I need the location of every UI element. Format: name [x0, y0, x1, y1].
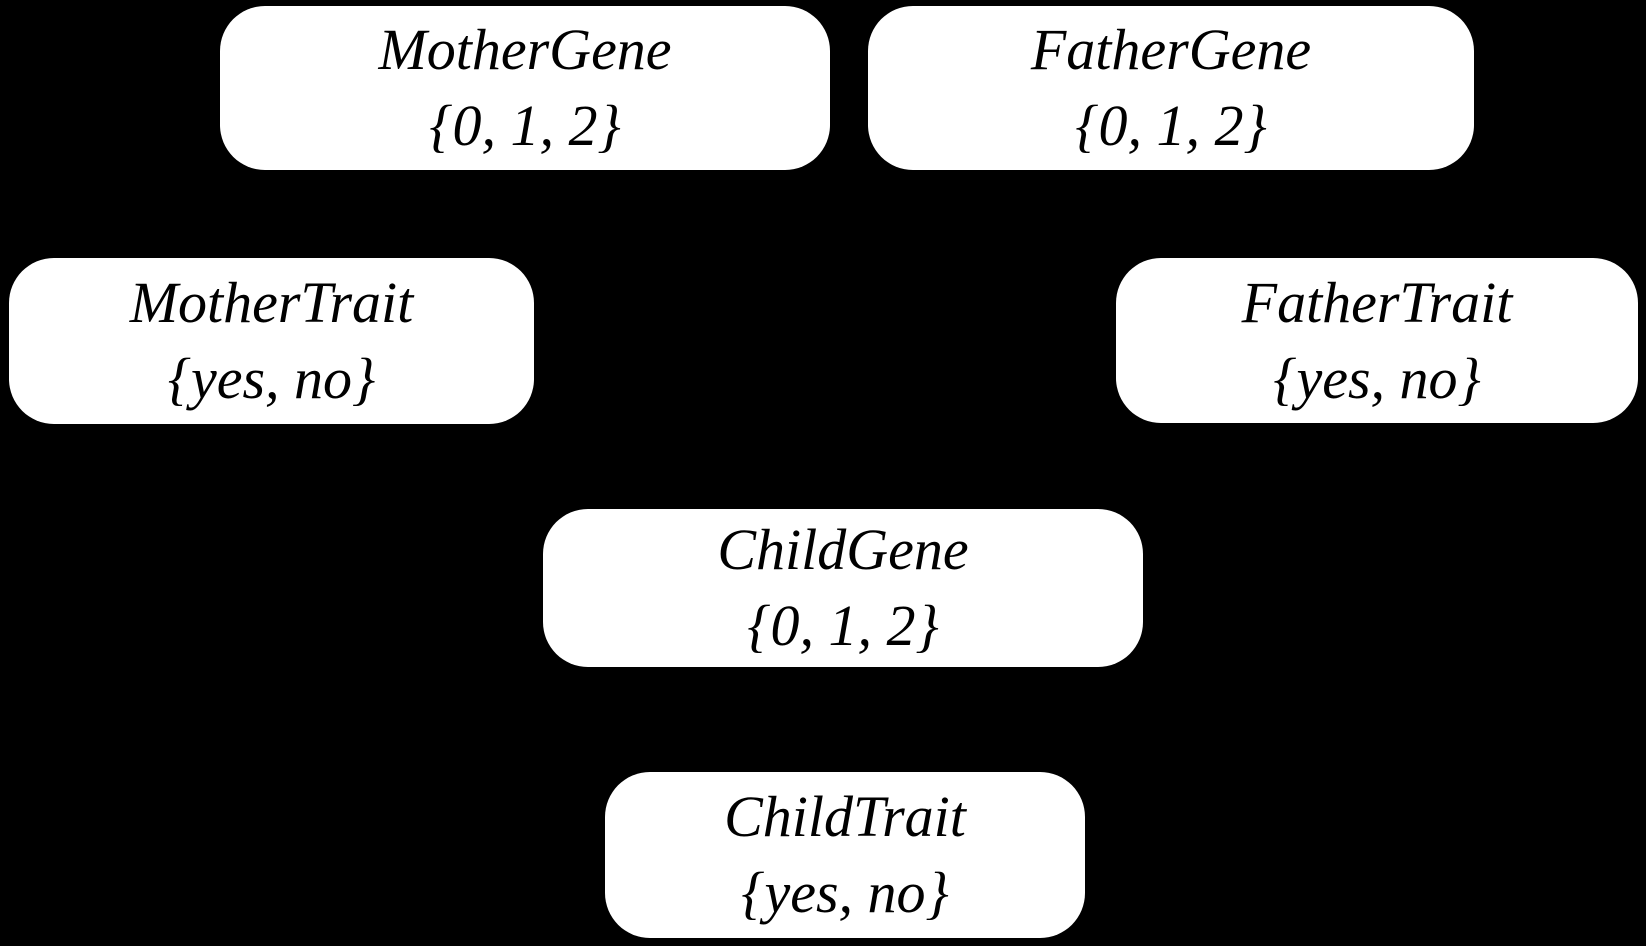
node-mother-trait-domain: {yes, no} [167, 346, 376, 411]
node-mother-trait-label: MotherTrait [129, 270, 414, 335]
node-father-trait-label: FatherTrait [1241, 269, 1513, 335]
node-mother-trait: MotherTrait {yes, no} [9, 258, 534, 424]
node-mother-gene-domain: {0, 1, 2} [429, 93, 621, 158]
node-father-gene-domain: {0, 1, 2} [1075, 93, 1267, 158]
node-child-gene-label: ChildGene [717, 517, 969, 582]
node-child-trait: ChildTrait {yes, no} [605, 772, 1085, 938]
node-father-trait: FatherTrait {yes, no} [1116, 258, 1638, 423]
node-father-trait-domain: {yes, no} [1273, 345, 1481, 411]
node-child-trait-label: ChildTrait [724, 784, 966, 849]
node-mother-gene-label: MotherGene [378, 17, 672, 82]
node-father-gene-label: FatherGene [1030, 17, 1312, 82]
node-mother-gene: MotherGene {0, 1, 2} [220, 6, 830, 170]
node-child-gene: ChildGene {0, 1, 2} [543, 509, 1143, 667]
node-child-gene-domain: {0, 1, 2} [747, 593, 939, 658]
node-child-trait-domain: {yes, no} [741, 860, 949, 925]
node-father-gene: FatherGene {0, 1, 2} [868, 6, 1474, 170]
